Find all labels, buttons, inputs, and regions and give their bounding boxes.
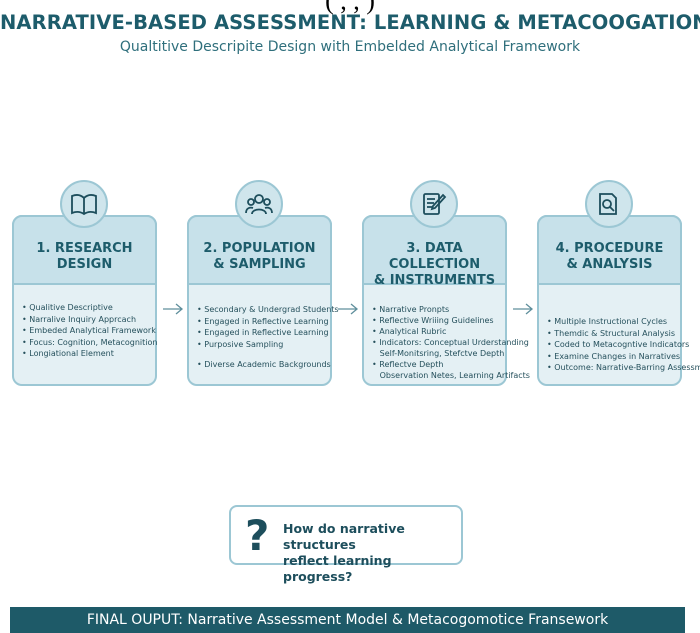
card-title: 3. DATA COLLECTION & INSTRUMENTS — [364, 241, 505, 289]
card-title: 4. PROCEDURE & ANALYSIS — [539, 241, 680, 273]
card-title-line: DESIGN — [56, 257, 113, 272]
card-title-line: & INSTRUMENTS — [373, 273, 496, 288]
question-mark-icon: ? — [245, 511, 270, 560]
question-line: reflect learning progress? — [283, 553, 392, 584]
list-item: • Diverse Academic Backgrounds — [197, 360, 331, 369]
page-title: NARRATIVE-BASED ASSESSMENT: LEARNING & M… — [0, 11, 700, 34]
list-item: • Engaged in Reflective Learning — [197, 316, 329, 326]
card-title: 2. POPULATION & SAMPLING — [189, 241, 330, 273]
list-item: • Longiational Element — [22, 349, 114, 358]
card-title-line: 3. DATA COLLECTION — [388, 241, 481, 272]
list-item: • Themdic & Structural Analysis — [547, 328, 676, 338]
list-item: • Qualitive Descriptive — [22, 303, 113, 312]
card-title-line: & SAMPLING — [213, 257, 306, 272]
list-item: • Purposive Sampling — [197, 339, 284, 349]
list-item: • Outcome: Narrative-Barring Assessment — [547, 363, 700, 372]
list-item: Self-Monitsring, Stefctve Depth — [372, 349, 505, 358]
list-item: • Coded to Metacogntive Indicators — [547, 340, 690, 349]
list-item: • Reflectve Depth — [372, 360, 444, 369]
card-body: • Secondary & Undergrad Students • Engag… — [197, 304, 347, 371]
final-output-banner: FINAL OUPUT: Narrative Assessment Model … — [10, 607, 685, 633]
question-line: How do narrative structures — [283, 521, 405, 552]
research-question: How do narrative structures reflect lear… — [283, 521, 459, 585]
list-item: Observation Netes, Learning Artifacts — [372, 371, 530, 380]
page-subtitle: Qualtitive Descripite Design with Embeld… — [119, 39, 581, 55]
list-item: • Embeded Analytical Framework — [22, 326, 156, 335]
list-item: • Indicators: Conceptual Urderstanding — [372, 338, 529, 347]
card-title-line: 2. POPULATION — [203, 241, 316, 256]
card-title-line: 4. PROCEDURE — [555, 241, 664, 256]
list-item: • Multiple Instructional Cycles — [547, 317, 668, 326]
list-item: • Examine Changes in Narratives — [547, 351, 681, 361]
list-item: • Engaged in Reflective Learning — [197, 328, 329, 337]
card-body: • Qualitive Descriptive • Narralive Inqu… — [22, 302, 172, 360]
arrow-right-icon — [513, 303, 534, 315]
arrow-right-icon — [338, 303, 359, 315]
research-question-box: ? How do narrative structures reflect le… — [229, 505, 463, 584]
procedure-analysis-card: 4. PROCEDURE & ANALYSIS • Multiple Instr… — [537, 215, 700, 386]
card-body: • Narrative Pronpts • Reflective Wriiing… — [372, 304, 530, 381]
list-item: • Narralive Inquiry Apprcach — [22, 314, 137, 324]
card-title-line: 1. RESEARCH — [36, 241, 133, 256]
document-pen-icon — [410, 180, 458, 228]
list-item: • Focus: Cognition, Metacognition — [22, 337, 158, 347]
list-item: • Analytical Rubric — [372, 327, 447, 336]
arrow-right-icon — [163, 303, 184, 315]
book-icon — [60, 180, 108, 228]
card-header: 1. RESEARCH DESIGN — [12, 215, 157, 285]
people-icon — [235, 180, 283, 228]
magnifier-document-icon — [585, 180, 633, 228]
list-item: • Narrative Pronpts — [372, 305, 450, 314]
data-collection-card: 3. DATA COLLECTION & INSTRUMENTS • Narra… — [362, 215, 530, 386]
card-title: 1. RESEARCH DESIGN — [14, 241, 155, 273]
card-title-line: & ANALYSIS — [566, 257, 653, 272]
list-item: • Secondary & Undergrad Students — [197, 305, 339, 314]
card-body: • Multiple Instructional Cycles • Themdi… — [547, 316, 700, 374]
population-sampling-card: 2. POPULATION & SAMPLING • Secondary & U… — [187, 215, 339, 386]
list-item: • Reflective Wriiing Guidelines — [372, 316, 494, 325]
cropped-top-text: ( , , ) — [325, 0, 375, 15]
research-design-card: 1. RESEARCH DESIGN • Qualitive Descripti… — [12, 215, 157, 386]
